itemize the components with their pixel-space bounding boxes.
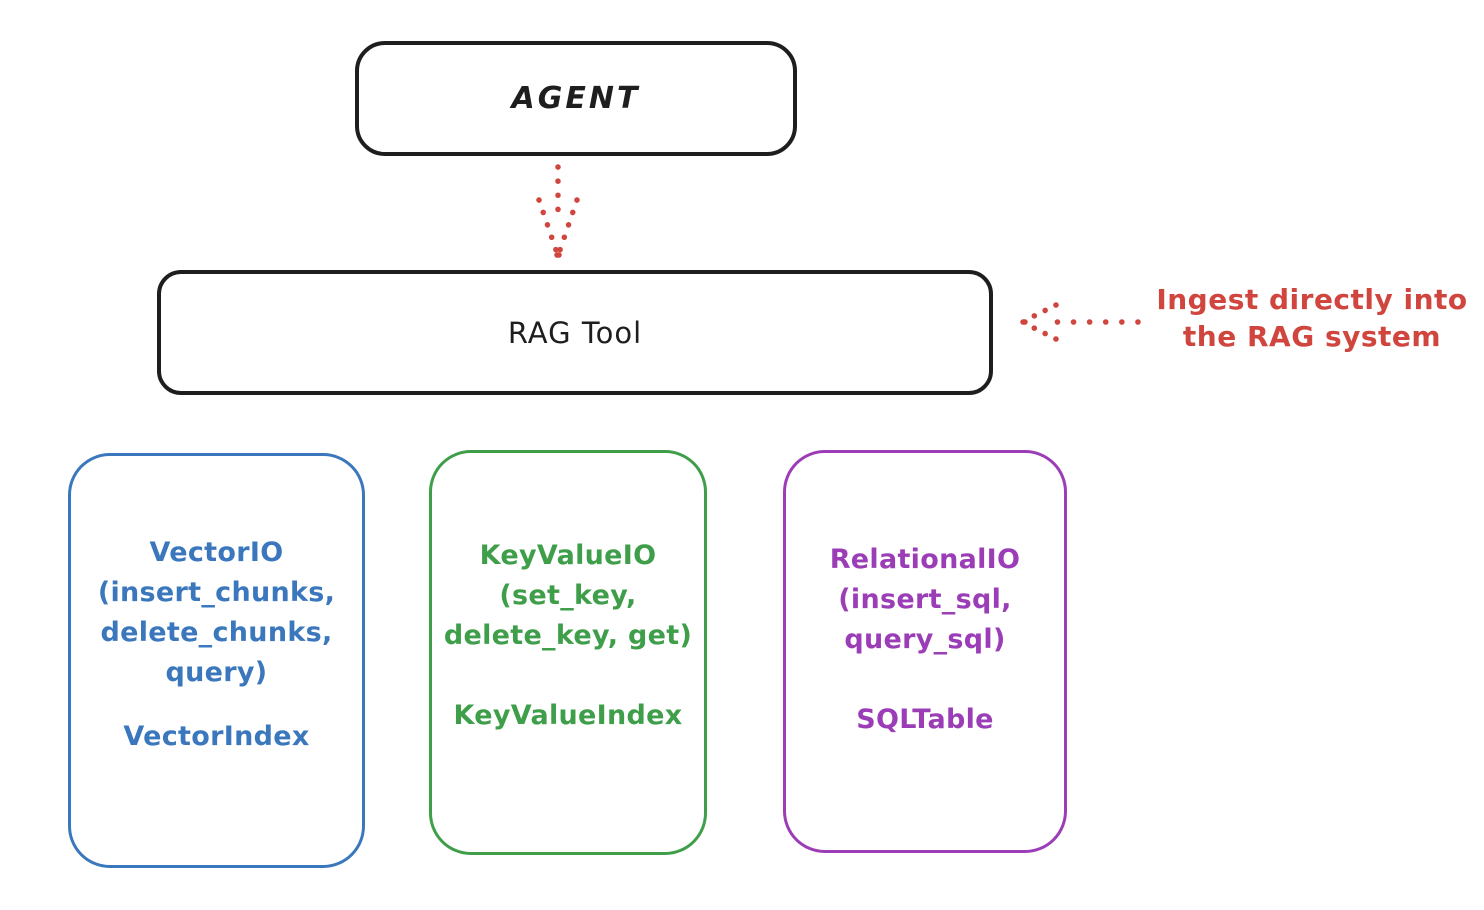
keyvalue-io-methods-line1: (set_key, [499,580,637,611]
agent-node: AGENT [355,41,797,156]
vector-io-node: VectorIO (insert_chunks, delete_chunks, … [68,453,365,868]
vector-io-methods-line3: query) [165,657,268,688]
relational-io-methods-line2: query_sql) [844,624,1006,655]
vector-index-label: VectorIndex [123,721,310,752]
relational-io-title: RelationalIO [829,544,1021,575]
vector-io-methods-line1: (insert_chunks, [97,577,336,608]
vector-io-methods-line2: delete_chunks, [100,617,333,648]
agent-node-label: AGENT [511,81,641,116]
annotation-to-ragtool-dotted-arrow-icon [1020,302,1141,342]
relational-io-methods-line1: (insert_sql, [838,584,1012,615]
rag-tool-node-label: RAG Tool [507,315,643,350]
keyvalue-index-label: KeyValueIndex [453,700,683,731]
ingest-annotation-line1: Ingest directly into [1156,283,1468,316]
rag-tool-node: RAG Tool [157,270,993,395]
sql-table-label: SQLTable [856,704,994,735]
ingest-annotation: Ingest directly into the RAG system [1138,281,1484,355]
keyvalue-io-node: KeyValueIO (set_key, delete_key, get) Ke… [429,450,707,855]
agent-to-ragtool-dotted-arrow-icon [536,164,580,258]
vector-io-title: VectorIO [149,537,284,568]
keyvalue-io-title: KeyValueIO [479,540,657,571]
keyvalue-io-methods-line2: delete_key, get) [443,620,693,651]
ingest-annotation-line2: the RAG system [1182,320,1442,353]
relational-io-node: RelationalIO (insert_sql, query_sql) SQL… [783,450,1067,853]
